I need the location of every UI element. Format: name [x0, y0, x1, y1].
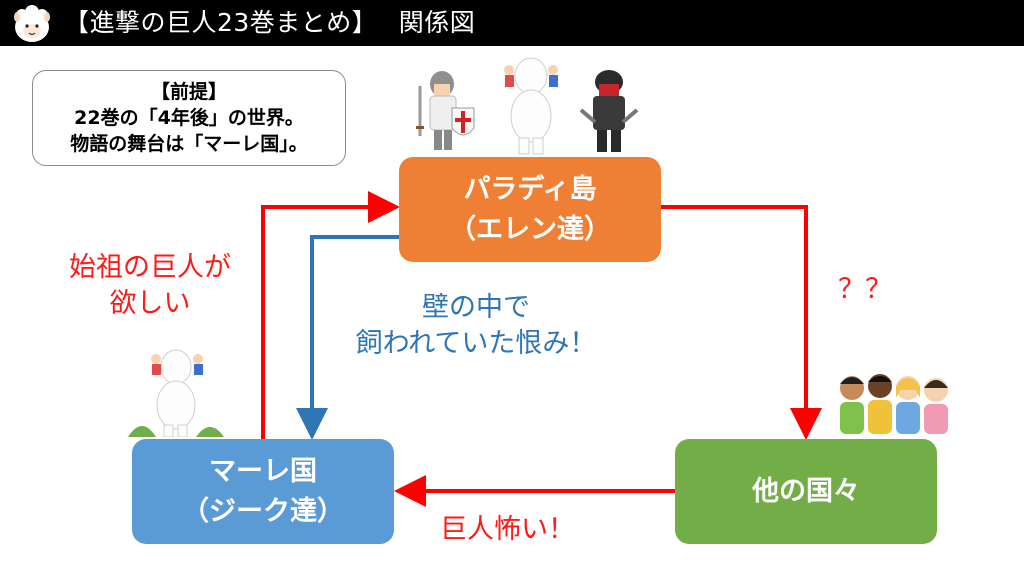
- label-fear-titans: 巨人怖い！: [440, 514, 575, 545]
- premise-heading: 【前提】: [150, 81, 227, 103]
- node-others-line-1: 他の国々: [752, 475, 860, 507]
- node-paradis-line-2: （エレン達）: [449, 213, 611, 245]
- node-marley: マーレ国 （ジーク達）: [132, 439, 394, 544]
- label-left-line-2: 欲しい: [109, 288, 191, 319]
- page-title: 【進撃の巨人23巻まとめ】 関係図: [64, 8, 476, 37]
- node-marley-line-1: マーレ国: [209, 455, 317, 487]
- label-left-line-1: 始祖の巨人が: [69, 252, 231, 283]
- knight-illustration: [416, 71, 475, 150]
- arrow-paradis-to-marley: [296, 235, 399, 440]
- node-others: 他の国々: [675, 439, 937, 544]
- masked-warrior-illustration: [579, 70, 639, 152]
- label-grudge: 壁の中で 飼われていた恨み！: [296, 290, 656, 362]
- crowd-of-people-illustration: [840, 374, 948, 434]
- title-bar: 【進撃の巨人23巻まとめ】 関係図: [0, 0, 1024, 46]
- titan-with-children-illustration: [128, 349, 224, 437]
- label-question: ？？: [838, 274, 892, 305]
- node-paradis: パラディ島 （エレン達）: [399, 157, 661, 262]
- alpaca-avatar-icon: [14, 5, 50, 42]
- node-paradis-line-1: パラディ島: [463, 173, 597, 205]
- label-center-line-1: 壁の中で: [422, 292, 530, 323]
- titan-with-children-illustration: [504, 57, 558, 155]
- premise-line-1: 22巻の「4年後」の世界。: [74, 107, 304, 129]
- node-marley-line-2: （ジーク達）: [182, 495, 344, 527]
- label-center-line-2: 飼われていた恨み！: [355, 328, 597, 359]
- premise-box: 【前提】 22巻の「4年後」の世界。 物語の舞台は「マーレ国」。: [32, 70, 346, 166]
- arrow-paradis-to-others: [661, 205, 822, 440]
- label-want-founding-titan: 始祖の巨人が 欲しい: [28, 250, 272, 322]
- premise-line-2: 物語の舞台は「マーレ国」。: [70, 133, 308, 155]
- arrow-marley-to-paradis: [261, 191, 400, 439]
